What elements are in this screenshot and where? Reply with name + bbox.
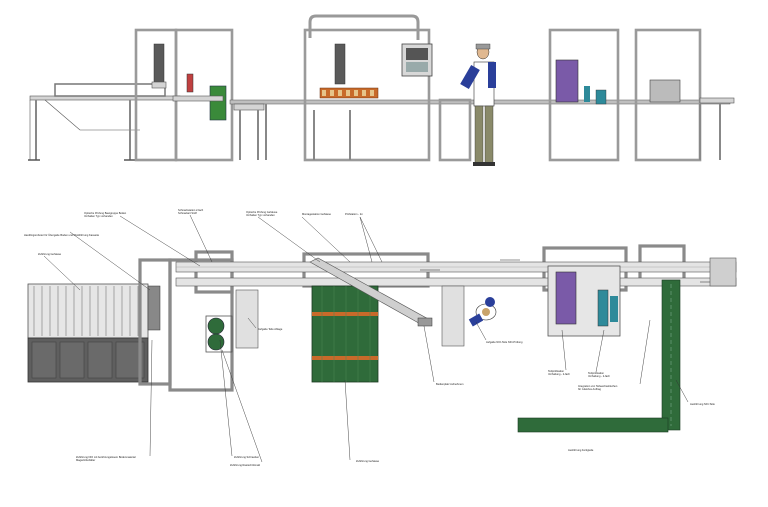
end-unit [709,257,737,287]
label-feed-strip: Zuführung Rastschrittmaß [230,463,260,467]
test-station-plan [547,265,621,337]
label-feed-loose: Zuführung Schrauben [234,455,260,459]
infeed-table-side [28,83,181,161]
operator-figure-side [460,43,496,166]
frame-station-2-side [303,14,433,162]
label-loading-robot: Handlingsroboter für Übergabe Boden und … [24,233,100,237]
cylinder-row [322,90,374,96]
label-output-conveyor: Ausführung Fertigteile [568,448,594,452]
magazine-area [27,258,172,386]
main-conveyor-plan [175,259,737,287]
diagonal-chute [309,257,433,327]
label-feed-housing: Zuführung Gehäuse [38,252,62,256]
label-assembly-housing: Montagestation Gehäuse [302,212,332,216]
output-conveyor-plan [517,279,681,433]
label-test-station: Prüfstation - Ist [345,212,363,216]
frame-station-1-side [134,28,234,162]
plan-view: Optische Prüfung Bauigruppe BodenVorhalt… [24,208,737,467]
label-gripper-belt: Aufgabe NIO-Teile NIO-Prüfung [486,340,523,344]
label-operator-box: Bedienplatz Aufnehmen [436,382,464,386]
label-parts-rejected: Aufgabe Teile Ablage [258,327,283,331]
side-elevation-view [28,14,735,166]
operator-figure-plan [441,285,497,347]
label-magazine: Zuführung NIO mit berührungslosem Bodenm… [76,455,136,462]
label-feed-base: Zuführung Gehäuse [356,459,380,463]
frame-station-3-side [438,28,735,162]
label-rotation: Ausführung NIO-Teile [690,402,715,406]
screw-feeder-plan [205,289,259,353]
pallet-storage-plan [311,285,379,383]
leader-lines [43,214,689,463]
